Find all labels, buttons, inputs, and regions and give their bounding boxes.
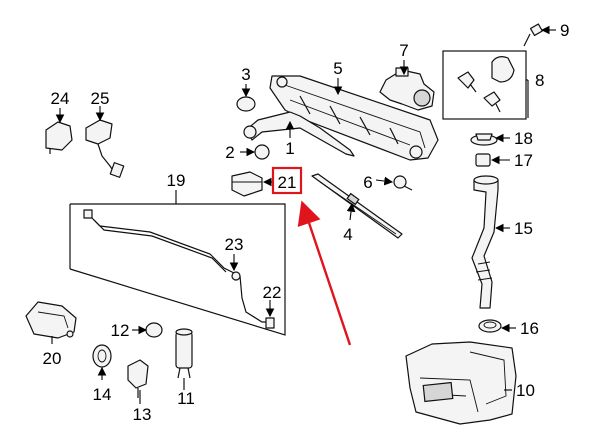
filler-neck: [471, 175, 499, 309]
callout-3: 3: [241, 65, 250, 84]
reservoir-cap: [470, 133, 498, 146]
callout-11: 11: [177, 389, 195, 408]
callout-4: 4: [343, 225, 352, 244]
washer-nozzle-left: [45, 121, 73, 154]
callout-5: 5: [333, 59, 342, 78]
callout-21-arrow: [297, 200, 352, 346]
callout-23: 23: [225, 235, 244, 254]
hardware-kit-box: [442, 50, 527, 120]
callout-20: 20: [43, 349, 62, 368]
wiper-arm: [243, 111, 355, 157]
leader-lines: [51, 25, 556, 404]
reservoir-grommet: [478, 319, 502, 333]
bolt: [393, 175, 413, 191]
callout-labels: 3 5 7 8 9 1 2 21 6 4 18 17 15 16 10 19 2…: [43, 21, 570, 424]
callout-6: 6: [363, 173, 372, 192]
pump-connector: [127, 359, 149, 398]
callout-22: 22: [263, 283, 282, 302]
callout-25: 25: [91, 89, 110, 108]
washer-nozzle-right: [85, 119, 125, 178]
callout-2: 2: [225, 143, 234, 162]
wiper-module: [231, 171, 263, 197]
callout-7: 7: [399, 41, 408, 60]
callout-19: 19: [167, 171, 186, 190]
pivot-cap: [236, 96, 256, 112]
wiper-linkage-frame: [269, 75, 439, 161]
washer-reservoir: [405, 341, 517, 425]
callout-14: 14: [93, 385, 112, 404]
callout-15: 15: [514, 219, 533, 238]
callout-10: 10: [516, 381, 535, 400]
washer-pump: [175, 328, 193, 379]
callout-16: 16: [520, 319, 539, 338]
wiper-blade: [311, 173, 403, 239]
callout-13: 13: [133, 405, 152, 424]
wiper-motor: [379, 67, 435, 111]
filler-seal: [475, 153, 491, 167]
callout-17: 17: [514, 151, 533, 170]
callout-21: 21: [278, 173, 297, 192]
small-cap: [145, 322, 163, 338]
callout-21-highlight: [271, 166, 303, 195]
pump-grommet: [92, 344, 112, 368]
pump-bracket: [25, 301, 77, 339]
callout-12: 12: [111, 321, 130, 340]
pivot-nut: [254, 144, 270, 160]
callout-18: 18: [514, 129, 533, 148]
callout-1: 1: [285, 139, 294, 158]
hose-assembly-box: [69, 203, 286, 336]
callout-8: 8: [535, 71, 544, 90]
callout-24: 24: [51, 89, 70, 108]
callout-9: 9: [560, 21, 569, 40]
screw: [523, 23, 543, 47]
